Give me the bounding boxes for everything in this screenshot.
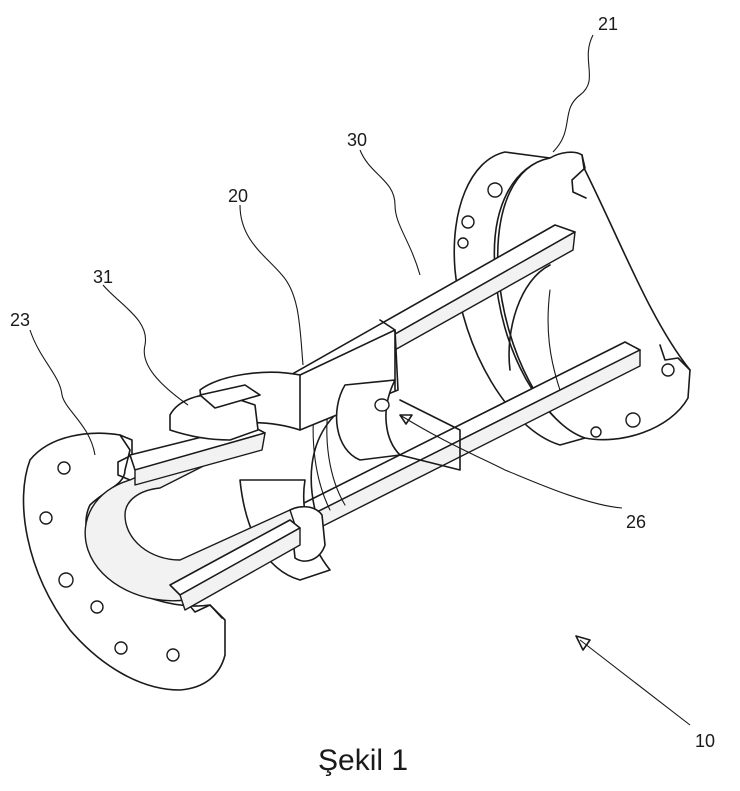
bolt-hole — [58, 462, 70, 474]
leader-10 — [580, 640, 690, 725]
bolt-hole — [662, 364, 674, 376]
figure-caption: Şekil 1 — [318, 744, 408, 777]
ref-30: 30 — [347, 130, 367, 150]
bolt-hole — [167, 649, 179, 661]
bolt-hole — [115, 642, 127, 654]
bolt-hole — [488, 183, 502, 197]
bolt-hole — [91, 601, 103, 613]
bolt-hole — [458, 238, 468, 248]
leader-20 — [240, 205, 303, 365]
ref-31: 31 — [93, 267, 113, 287]
right-flange — [454, 152, 690, 445]
ref-10: 10 — [695, 731, 715, 751]
bolt-hole — [462, 216, 474, 228]
leader-31 — [103, 285, 188, 405]
bolt-hole — [40, 512, 52, 524]
leader-30 — [360, 150, 420, 275]
bolt-hole — [626, 413, 640, 427]
bolt-hole — [591, 427, 601, 437]
leader-21 — [553, 35, 593, 152]
ref-21: 21 — [598, 14, 618, 34]
ref-23: 23 — [10, 310, 30, 330]
nozzle-opening — [375, 399, 389, 411]
bolt-hole — [59, 573, 73, 587]
ref-20: 20 — [228, 186, 248, 206]
ref-26: 26 — [626, 512, 646, 532]
